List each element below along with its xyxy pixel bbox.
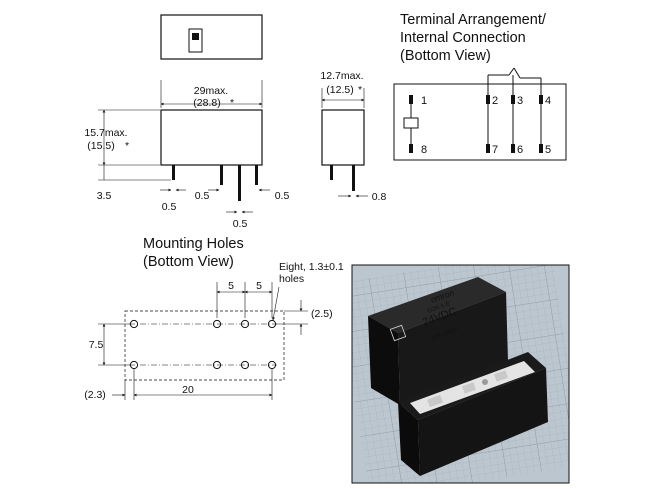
terminal-pin-1 bbox=[409, 95, 413, 104]
top-view-marking-dot bbox=[192, 33, 199, 40]
photo-label-mark bbox=[389, 324, 407, 342]
pitch-b: 5 bbox=[256, 280, 262, 292]
terminal-pin-6 bbox=[511, 144, 515, 153]
terminal-title-line3: (Bottom View) bbox=[400, 48, 491, 64]
side-view-relay-body bbox=[321, 109, 365, 166]
row-spacing: 7.5 bbox=[89, 339, 104, 351]
pitch-a: 5 bbox=[228, 280, 234, 292]
terminal-label-2: 2 bbox=[492, 95, 498, 107]
terminal-label-7: 7 bbox=[492, 144, 498, 156]
terminal-label-1: 1 bbox=[421, 95, 427, 107]
holes-note-line2: holes bbox=[279, 273, 304, 285]
photo-border bbox=[351, 264, 570, 484]
holes-note-line1: Eight, 1.3±0.1 bbox=[279, 261, 344, 273]
front-pin bbox=[220, 165, 223, 185]
front-pin-length: 3.5 bbox=[97, 190, 112, 202]
terminal-title-line1: Terminal Arrangement/ bbox=[400, 12, 547, 28]
front-pin-width-a: 0.5 bbox=[162, 201, 177, 213]
terminal-pin-3 bbox=[511, 95, 515, 104]
mounting-holes: Mounting Holes (Bottom View) Eight, 1.3±… bbox=[84, 236, 344, 401]
terminal-pin-5 bbox=[539, 144, 543, 153]
mounting-outline bbox=[124, 310, 285, 381]
terminal-outline bbox=[393, 83, 567, 161]
span: 20 bbox=[182, 384, 194, 396]
photo-relay-upper-side bbox=[398, 292, 508, 405]
front-pin-width-d: 0.5 bbox=[275, 190, 290, 202]
side-pin-thickness: 0.8 bbox=[372, 191, 387, 203]
front-width-nominal-mark: * bbox=[230, 97, 234, 109]
terminal-pin-8 bbox=[409, 144, 413, 153]
terminal-pin-2 bbox=[486, 95, 490, 104]
terminal-pin-4 bbox=[539, 95, 543, 104]
terminal-arrangement: Terminal Arrangement/ Internal Connectio… bbox=[393, 12, 567, 161]
side-depth-nominal-mark: * bbox=[358, 84, 362, 96]
coil-symbol bbox=[403, 117, 419, 129]
front-pin bbox=[238, 165, 241, 201]
photo-relay-upper-front bbox=[368, 316, 400, 405]
photo-contact bbox=[493, 370, 509, 382]
front-view-relay-body bbox=[160, 109, 263, 166]
offset-right: (2.5) bbox=[311, 308, 333, 320]
side-depth-nominal: (12.5) bbox=[326, 84, 353, 96]
terminal-label-5: 5 bbox=[545, 144, 551, 156]
photo-relay-lower-side bbox=[418, 368, 548, 476]
front-pin bbox=[172, 165, 175, 180]
top-view bbox=[160, 14, 263, 60]
side-view: 12.7max. (12.5) * 0.8 bbox=[320, 70, 386, 203]
side-depth-max: 12.7max. bbox=[320, 70, 363, 82]
terminal-label-4: 4 bbox=[545, 95, 551, 107]
photo-contact bbox=[461, 382, 477, 394]
side-pin bbox=[352, 165, 355, 191]
front-height-max: 15.7max. bbox=[84, 127, 127, 139]
product-photo: omron G2R-1-E 24VDC 16A 250V~ bbox=[351, 264, 570, 484]
front-width-nominal: (28.8) bbox=[193, 97, 220, 109]
photo-contact bbox=[482, 379, 488, 385]
mounting-title-line1: Mounting Holes bbox=[143, 236, 244, 252]
front-pin bbox=[255, 165, 258, 185]
mounting-title-line2: (Bottom View) bbox=[143, 254, 234, 270]
front-height-nominal-mark: * bbox=[125, 140, 129, 152]
top-view-marking-box bbox=[188, 28, 203, 53]
terminal-label-3: 3 bbox=[517, 95, 523, 107]
side-pin bbox=[330, 165, 333, 180]
photo-relay-upper-top bbox=[368, 277, 506, 333]
terminal-pin-7 bbox=[486, 144, 490, 153]
front-width-max: 29max. bbox=[194, 85, 228, 97]
top-view-relay-body bbox=[160, 14, 263, 60]
front-pin-width-c: 0.5 bbox=[233, 218, 248, 230]
terminal-label-8: 8 bbox=[421, 144, 427, 156]
front-pin-width-b: 0.5 bbox=[195, 190, 210, 202]
front-view: 29max. (28.8) * 15.7max. (15.5) * 3.5 0.… bbox=[84, 80, 289, 230]
photo-relay-lower-front bbox=[398, 402, 420, 476]
photo-contact bbox=[427, 394, 443, 408]
terminal-title-line2: Internal Connection bbox=[400, 30, 526, 46]
terminal-label-6: 6 bbox=[517, 144, 523, 156]
offset-left: (2.3) bbox=[84, 389, 106, 401]
front-height-nominal: (15.5) bbox=[87, 140, 114, 152]
